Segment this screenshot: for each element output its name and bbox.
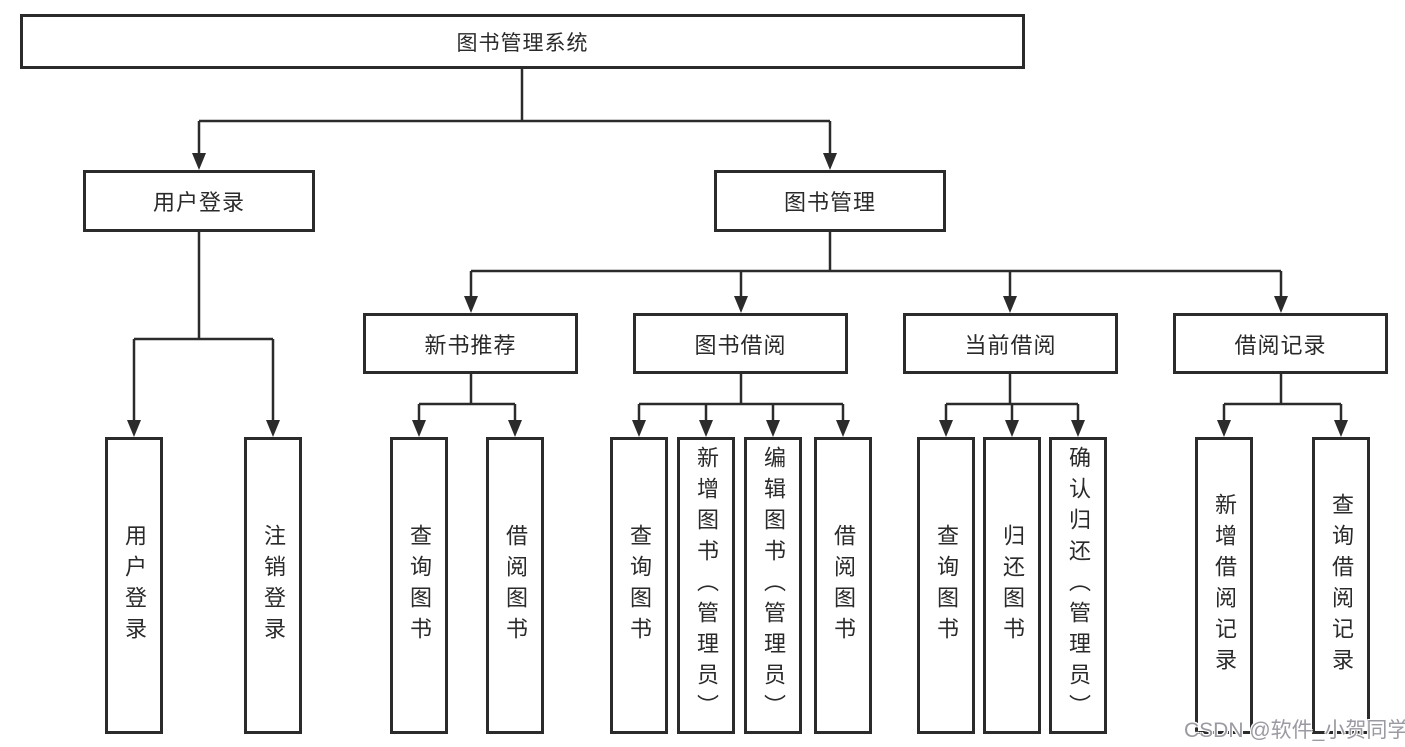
node-user-login: 用户登录 bbox=[83, 170, 315, 232]
connector-book-management-to-level3 bbox=[469, 232, 1283, 301]
leaf-borrow-add-books-admin-label: 新增图书（管理员） bbox=[694, 446, 719, 725]
node-new-book-recommend-label: 新书推荐 bbox=[424, 332, 517, 358]
node-book-management: 图书管理 bbox=[714, 170, 946, 232]
leaf-records-add-borrow-record-label: 新增借阅记录 bbox=[1212, 492, 1237, 679]
node-borrow-records-label: 借阅记录 bbox=[1234, 332, 1327, 358]
node-book-borrow: 图书借阅 bbox=[633, 313, 848, 374]
node-user-login-label: 用户登录 bbox=[152, 190, 245, 215]
leaf-user-login: 用户登录 bbox=[105, 437, 163, 734]
leaf-borrow-query-books: 查询图书 bbox=[610, 437, 668, 734]
node-book-management-label: 图书管理 bbox=[783, 190, 876, 215]
node-borrow-records: 借阅记录 bbox=[1173, 313, 1388, 374]
arrowheads-leaves bbox=[127, 420, 1348, 437]
leaf-newbooks-borrow-books-label: 借阅图书 bbox=[503, 523, 528, 648]
connector-new-book-recommend-to-leaves bbox=[417, 374, 517, 425]
connector-current-borrow-to-leaves bbox=[944, 374, 1080, 425]
leaf-records-add-borrow-record: 新增借阅记录 bbox=[1195, 437, 1253, 734]
leaf-borrow-edit-books-admin-label: 编辑图书（管理员） bbox=[761, 446, 786, 725]
leaf-borrow-edit-books-admin: 编辑图书（管理员） bbox=[744, 437, 802, 734]
node-current-borrow-label: 当前借阅 bbox=[964, 332, 1057, 358]
node-new-book-recommend: 新书推荐 bbox=[363, 313, 578, 374]
node-root-label: 图书管理系统 bbox=[456, 31, 589, 55]
leaf-records-query-borrow-record-label: 查询借阅记录 bbox=[1329, 492, 1354, 679]
leaf-current-confirm-return-admin: 确认归还（管理员） bbox=[1049, 437, 1107, 734]
connector-user-login-to-leaves bbox=[132, 232, 275, 425]
leaf-newbooks-borrow-books: 借阅图书 bbox=[486, 437, 544, 734]
arrowheads-level3 bbox=[464, 296, 1288, 313]
leaf-borrow-query-books-label: 查询图书 bbox=[627, 523, 652, 648]
leaf-current-confirm-return-admin-label: 确认归还（管理员） bbox=[1066, 446, 1091, 725]
leaf-newbooks-query-books: 查询图书 bbox=[390, 437, 448, 734]
leaf-logout: 注销登录 bbox=[244, 437, 302, 734]
leaf-user-login-label: 用户登录 bbox=[122, 523, 147, 648]
leaf-current-return-books: 归还图书 bbox=[983, 437, 1041, 734]
arrowheads-level2 bbox=[192, 153, 837, 170]
node-current-borrow: 当前借阅 bbox=[903, 313, 1118, 374]
leaf-current-return-books-label: 归还图书 bbox=[1000, 523, 1025, 648]
connector-borrow-records-to-leaves bbox=[1222, 374, 1343, 425]
leaf-borrow-borrow-books-label: 借阅图书 bbox=[831, 523, 856, 648]
leaf-current-query-books-label: 查询图书 bbox=[934, 523, 959, 648]
csdn-watermark: CSDN @软件_小贺同学 bbox=[1184, 719, 1405, 742]
node-book-borrow-label: 图书借阅 bbox=[694, 332, 787, 358]
leaf-current-query-books: 查询图书 bbox=[917, 437, 975, 734]
connector-book-borrow-to-leaves bbox=[637, 374, 845, 425]
leaf-borrow-borrow-books: 借阅图书 bbox=[814, 437, 872, 734]
leaf-borrow-add-books-admin: 新增图书（管理员） bbox=[677, 437, 735, 734]
node-root: 图书管理系统 bbox=[20, 14, 1025, 69]
leaf-newbooks-query-books-label: 查询图书 bbox=[407, 523, 432, 648]
leaf-records-query-borrow-record: 查询借阅记录 bbox=[1312, 437, 1370, 734]
leaf-logout-label: 注销登录 bbox=[261, 523, 286, 648]
connector-root-to-level2 bbox=[197, 68, 832, 157]
